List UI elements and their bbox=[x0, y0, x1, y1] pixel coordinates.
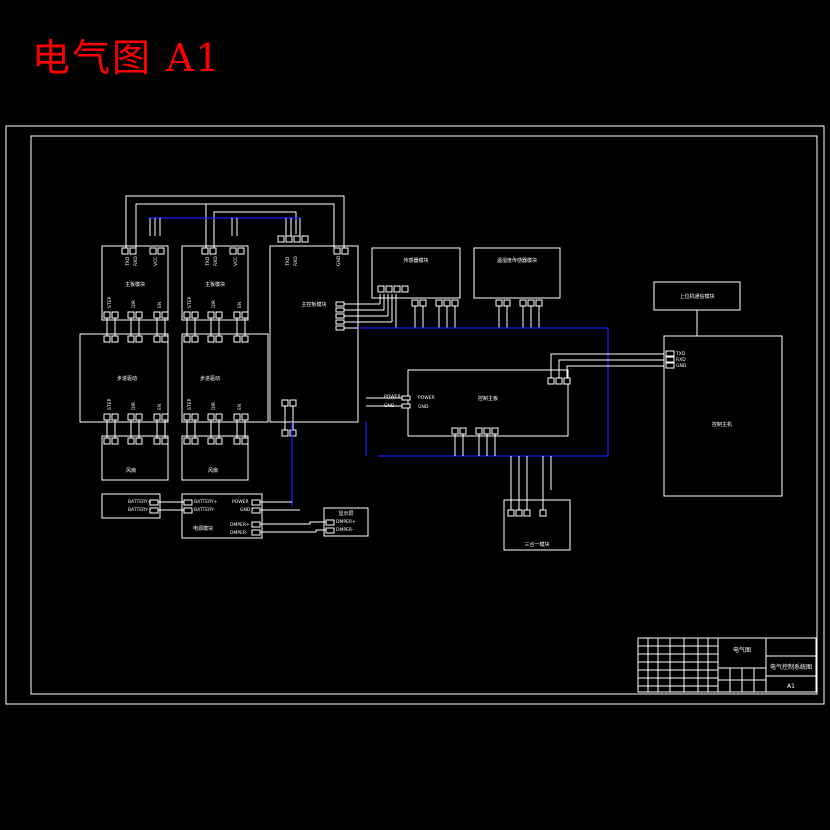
power-box-label: 电源模块 bbox=[193, 525, 213, 532]
svg-text:STEP: STEP bbox=[187, 399, 193, 410]
svg-text:DIR: DIR bbox=[131, 402, 137, 410]
sensor-a-label: 传感器模块 bbox=[403, 257, 428, 264]
screen-label: 显示屏 bbox=[338, 511, 353, 517]
svg-text:DMPER+: DMPER+ bbox=[336, 519, 356, 525]
driver-1-label: 步进驱动 bbox=[117, 375, 137, 382]
main-controller-box bbox=[269, 245, 359, 423]
motor-board-2-box bbox=[181, 245, 249, 321]
upper-pc: 上位机通信模块 控制主机 TXD RXD GND bbox=[653, 281, 783, 497]
sheet-size-label: A1 bbox=[787, 683, 795, 690]
svg-text:EN: EN bbox=[157, 302, 163, 308]
svg-text:TXD: TXD bbox=[205, 256, 211, 267]
motor-board-2-label: 主板模块 bbox=[205, 281, 225, 288]
svg-text:GND: GND bbox=[418, 404, 429, 410]
power-chain: BATTERY+ BATTERY- BATTERY+ BATTERY- POWE… bbox=[101, 493, 369, 539]
main-controller-label: 主控板模块 bbox=[301, 301, 326, 308]
fan-1-label: 风扇 bbox=[126, 467, 136, 474]
svg-text:BATTERY+: BATTERY+ bbox=[128, 499, 152, 505]
host-main-label: 控制主板 bbox=[478, 395, 498, 402]
wifi-module: 三合一模块 bbox=[503, 456, 571, 551]
title-block: 电气图 电气控制系统图 A1 bbox=[637, 637, 817, 693]
drawing-name-label: 电气图 bbox=[733, 646, 751, 654]
motor-board-1-label: 主板模块 bbox=[125, 281, 145, 288]
left-module-cluster: TXD RXD VCC TXD RXD VCC STEP DIR EN STEP… bbox=[79, 235, 397, 481]
svg-text:POWER: POWER bbox=[384, 394, 401, 400]
company-label: 电气控制系统图 bbox=[770, 663, 812, 671]
top-bus-wires bbox=[125, 195, 345, 254]
sensor-b-label: 温湿度传感器模块 bbox=[497, 257, 537, 264]
svg-text:TXD: TXD bbox=[125, 256, 131, 267]
upper-pc-comm-label: 上位机通信模块 bbox=[679, 293, 714, 300]
svg-text:RXD: RXD bbox=[213, 256, 219, 266]
svg-text:BATTERY-: BATTERY- bbox=[194, 507, 215, 513]
svg-text:RXD: RXD bbox=[133, 256, 139, 266]
svg-text:DIR: DIR bbox=[131, 300, 137, 308]
svg-text:BATTERY+: BATTERY+ bbox=[194, 499, 218, 505]
svg-text:TXD: TXD bbox=[285, 256, 291, 267]
svg-text:VCC: VCC bbox=[233, 257, 239, 266]
outer-border bbox=[5, 125, 825, 705]
svg-text:DMPER-: DMPER- bbox=[336, 527, 354, 533]
svg-text:POWER: POWER bbox=[418, 395, 435, 401]
fan-2-box bbox=[181, 435, 249, 481]
svg-text:EN: EN bbox=[237, 302, 243, 308]
svg-text:VCC: VCC bbox=[153, 257, 159, 266]
svg-text:POWER: POWER bbox=[232, 499, 249, 505]
inner-border bbox=[30, 135, 818, 695]
svg-text:DIR: DIR bbox=[211, 300, 217, 308]
driver-2-label: 步进驱动 bbox=[200, 375, 220, 382]
svg-text:STEP: STEP bbox=[107, 399, 113, 410]
svg-text:EN: EN bbox=[157, 404, 163, 410]
fan-1-box bbox=[101, 435, 169, 481]
svg-text:DMPER+: DMPER+ bbox=[230, 522, 250, 528]
svg-text:TXD: TXD bbox=[675, 351, 686, 357]
svg-text:BATTERY-: BATTERY- bbox=[128, 507, 149, 513]
upper-pc-label: 控制主机 bbox=[712, 421, 732, 428]
svg-text:DMPER-: DMPER- bbox=[230, 530, 248, 536]
svg-text:EN: EN bbox=[237, 404, 243, 410]
driver-2-box bbox=[181, 333, 269, 423]
svg-text:GND: GND bbox=[240, 507, 251, 513]
svg-text:DIR: DIR bbox=[211, 402, 217, 410]
wifi-module-label: 三合一模块 bbox=[524, 541, 549, 548]
drawing-title: 电气图 A1 bbox=[32, 36, 222, 80]
svg-text:RXD: RXD bbox=[676, 357, 686, 363]
fan-2-label: 风扇 bbox=[208, 467, 218, 474]
driver-1-box bbox=[79, 333, 169, 423]
host-main-board: POWER GND POWER GND 控制主板 bbox=[366, 353, 664, 456]
svg-text:GND: GND bbox=[676, 363, 687, 369]
svg-text:STEP: STEP bbox=[107, 297, 113, 308]
svg-text:GND: GND bbox=[336, 255, 342, 266]
blue-bus-lines bbox=[291, 327, 609, 506]
svg-text:RXD: RXD bbox=[293, 256, 299, 266]
motor-board-1-box bbox=[101, 245, 169, 321]
sensor-modules: 传感器模块 温湿度传感器模块 bbox=[371, 247, 561, 328]
svg-text:STEP: STEP bbox=[187, 297, 193, 308]
svg-text:GND: GND bbox=[384, 403, 395, 409]
